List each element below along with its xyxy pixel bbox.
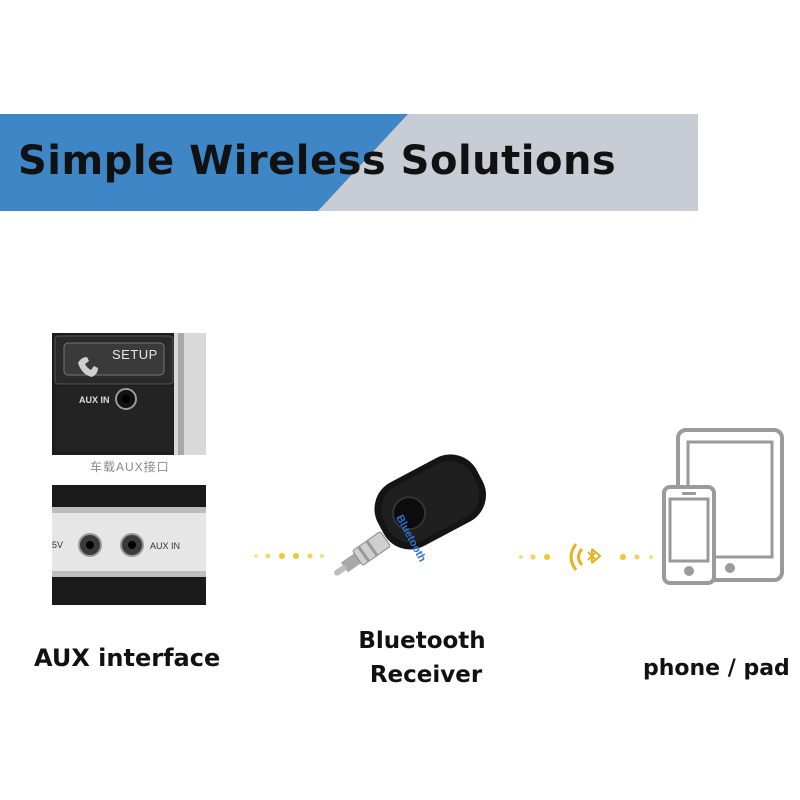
banner-title: Simple Wireless Solutions [18,138,617,184]
wireless-connector-dots [519,554,653,560]
phone-pad-label: phone / pad [643,656,790,681]
phone-icon [662,485,716,585]
receiver-label-line2: Receiver [369,662,483,688]
car-aux-jack-label: AUX IN [79,395,110,405]
setup-button-text: SETUP [112,347,158,362]
car-aux-photo [52,333,206,455]
title-banner [0,114,698,211]
aux-connector-dots [254,553,324,559]
receiver-label-line1: Bluetooth [358,628,486,654]
speaker-voltage-label: 5V [52,540,64,550]
bluetooth-receiver-device [334,454,487,576]
speaker-aux-photo [52,485,206,605]
bluetooth-signal-icon [569,543,602,571]
speaker-aux-jack-label: AUX IN [150,541,181,551]
aux-interface-label: AUX interface [34,644,221,672]
car-aux-caption: 车载AUX接口 [90,460,170,474]
